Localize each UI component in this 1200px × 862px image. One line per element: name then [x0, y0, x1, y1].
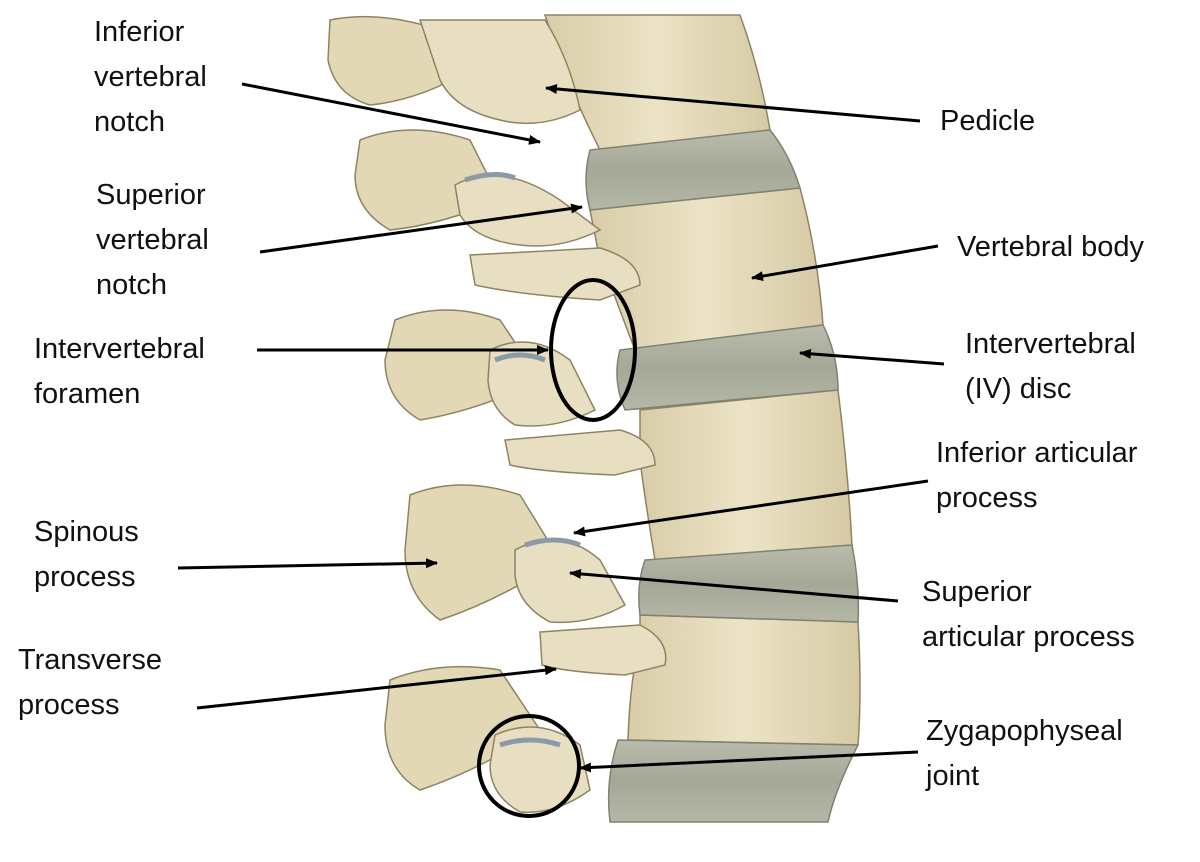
vertebral-body-3 — [639, 389, 853, 561]
label-inferior-articular-process: Inferior articular process — [936, 437, 1138, 514]
joint-line-1 — [464, 172, 516, 183]
arrow-intervertebral-disc — [799, 348, 945, 366]
arrow-superior-articular-process — [569, 568, 899, 603]
label-zygapophyseal-joint: Zygapophyseal joint — [926, 715, 1123, 792]
joint-line-2 — [494, 352, 546, 363]
disc-4 — [607, 739, 860, 823]
label-vertebral-body: Vertebral body — [957, 231, 1145, 263]
label-superior-vertebral-notch: Superior vertebral notch — [96, 179, 209, 301]
joint-line-4 — [499, 737, 561, 748]
arrow-inferior-vertebral-notch — [241, 82, 541, 145]
transverse-process-2 — [504, 429, 656, 476]
label-intervertebral-foramen: Intervertebral foramen — [34, 333, 205, 410]
transverse-process-1 — [469, 247, 641, 301]
label-intervertebral-disc: Intervertebral (IV) disc — [965, 328, 1136, 405]
label-superior-articular-process: Superior articular process — [922, 576, 1135, 653]
articular-process-3 — [514, 538, 627, 624]
transverse-process-3 — [539, 624, 667, 676]
foramen-circle — [549, 278, 637, 422]
processes — [418, 19, 667, 814]
spinous-processes — [327, 15, 562, 791]
label-inferior-vertebral-notch: Inferior vertebral notch — [94, 16, 207, 138]
arrow-zygapophyseal-joint — [579, 750, 919, 773]
label-transverse-process: Transverse process — [18, 644, 162, 721]
spinous-process-4 — [404, 484, 562, 621]
joint-line-3 — [524, 537, 581, 548]
vertebral-body-1 — [543, 14, 771, 151]
joint-circle — [477, 714, 581, 818]
arrow-vertebral-body — [751, 244, 939, 282]
arrow-pedicle — [545, 83, 921, 123]
pedicle-upper — [418, 19, 581, 125]
label-spinous-process: Spinous process — [34, 516, 139, 593]
articular-process-1 — [454, 174, 602, 247]
pointer-arrows — [177, 82, 945, 773]
disc-2 — [616, 324, 839, 411]
disc-1 — [585, 129, 801, 211]
spinous-process-5 — [384, 665, 542, 791]
joint-lines — [464, 172, 581, 748]
intervertebral-discs — [585, 129, 860, 823]
arrow-inferior-articular-process — [573, 479, 929, 537]
arrow-transverse-process — [196, 665, 557, 710]
arrow-superior-vertebral-notch — [259, 203, 583, 254]
vertebral-body-4 — [627, 614, 861, 746]
arrow-spinous-process — [177, 558, 438, 570]
label-pedicle: Pedicle — [940, 105, 1036, 137]
